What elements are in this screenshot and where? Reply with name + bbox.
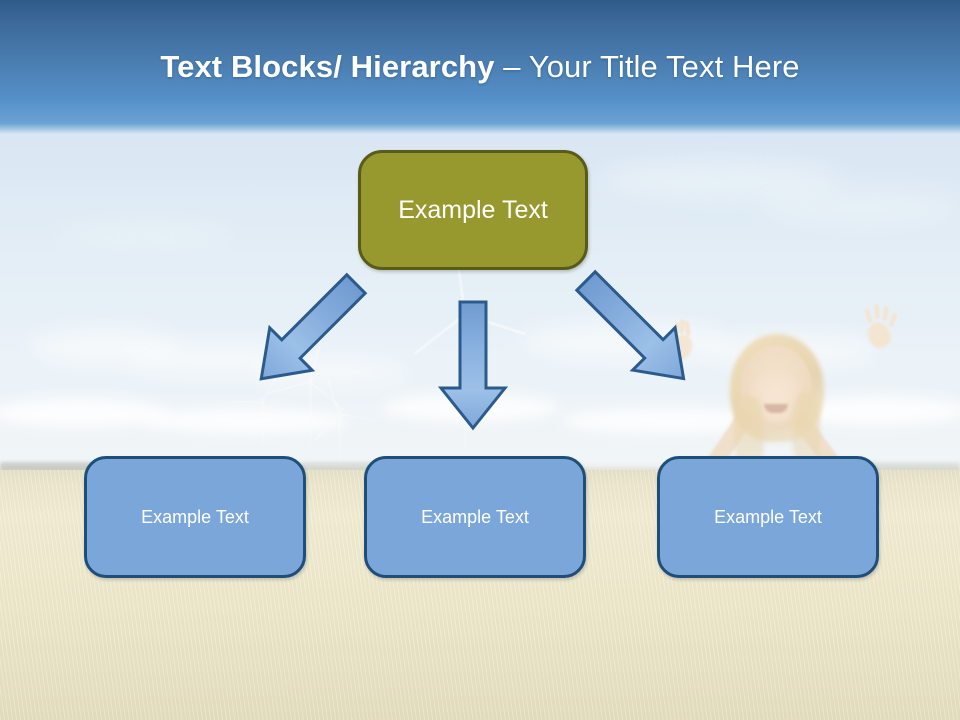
hierarchy-root-label: Example Text [398,195,548,224]
arrow-down-icon [437,300,509,431]
arrow-down-left-icon [259,272,368,381]
treeline [0,462,120,471]
title-regular-part: Your Title Text Here [528,49,800,84]
arrow-down-right-icon [574,269,686,381]
wind-turbine-icon [267,339,345,474]
hierarchy-child-label-3: Example Text [714,506,822,527]
hierarchy-child-box-1[interactable]: Example Text [84,456,306,578]
hierarchy-child-box-2[interactable]: Example Text [364,456,586,578]
page-title: Text Blocks/ Hierarchy – Your Title Text… [0,48,960,86]
hierarchy-child-label-1: Example Text [141,506,249,527]
hierarchy-child-label-2: Example Text [421,506,529,527]
title-bold-part: Text Blocks/ Hierarchy [160,49,504,84]
treeline [840,462,960,471]
hierarchy-root-box[interactable]: Example Text [358,150,588,270]
title-banner [0,0,960,134]
hierarchy-child-box-3[interactable]: Example Text [657,456,879,578]
title-separator: – [503,49,529,84]
wind-turbine-icon [314,379,375,478]
wind-turbine-icon [228,372,282,474]
